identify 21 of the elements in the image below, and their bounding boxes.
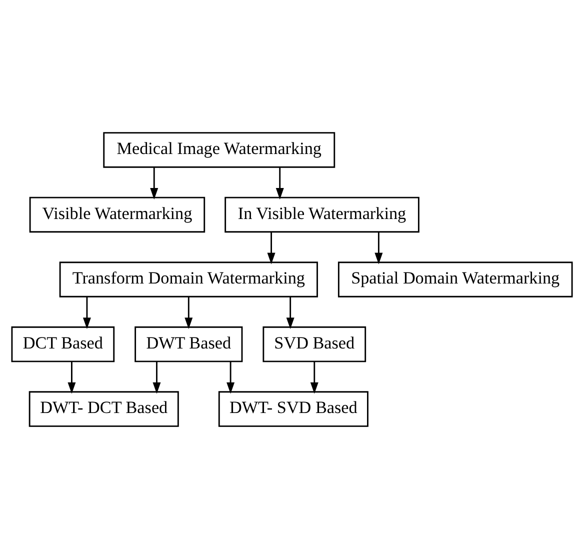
arrow xyxy=(184,296,193,329)
node-box: DCT Based xyxy=(11,326,115,362)
node-box: SVD Based xyxy=(262,326,366,362)
node-box: Spatial Domain Watermarking xyxy=(338,261,573,297)
arrow xyxy=(374,232,383,264)
node-box: Visible Watermarking xyxy=(29,196,206,232)
arrow xyxy=(276,166,284,199)
node-box: Medical Image Watermarking xyxy=(103,132,336,168)
arrow xyxy=(310,361,318,394)
arrow xyxy=(152,361,161,394)
arrow xyxy=(82,296,91,329)
node-box: DWT- DCT Based xyxy=(28,390,179,426)
node-box: In Visible Watermarking xyxy=(224,196,420,232)
arrow xyxy=(226,361,235,394)
arrow xyxy=(267,232,276,264)
node-box: DWT- SVD Based xyxy=(218,390,368,426)
arrow xyxy=(286,296,294,329)
node-box: Transform Domain Watermarking xyxy=(59,261,318,297)
node-box: DWT Based xyxy=(134,326,243,362)
arrow xyxy=(150,166,158,199)
arrow xyxy=(68,361,76,394)
